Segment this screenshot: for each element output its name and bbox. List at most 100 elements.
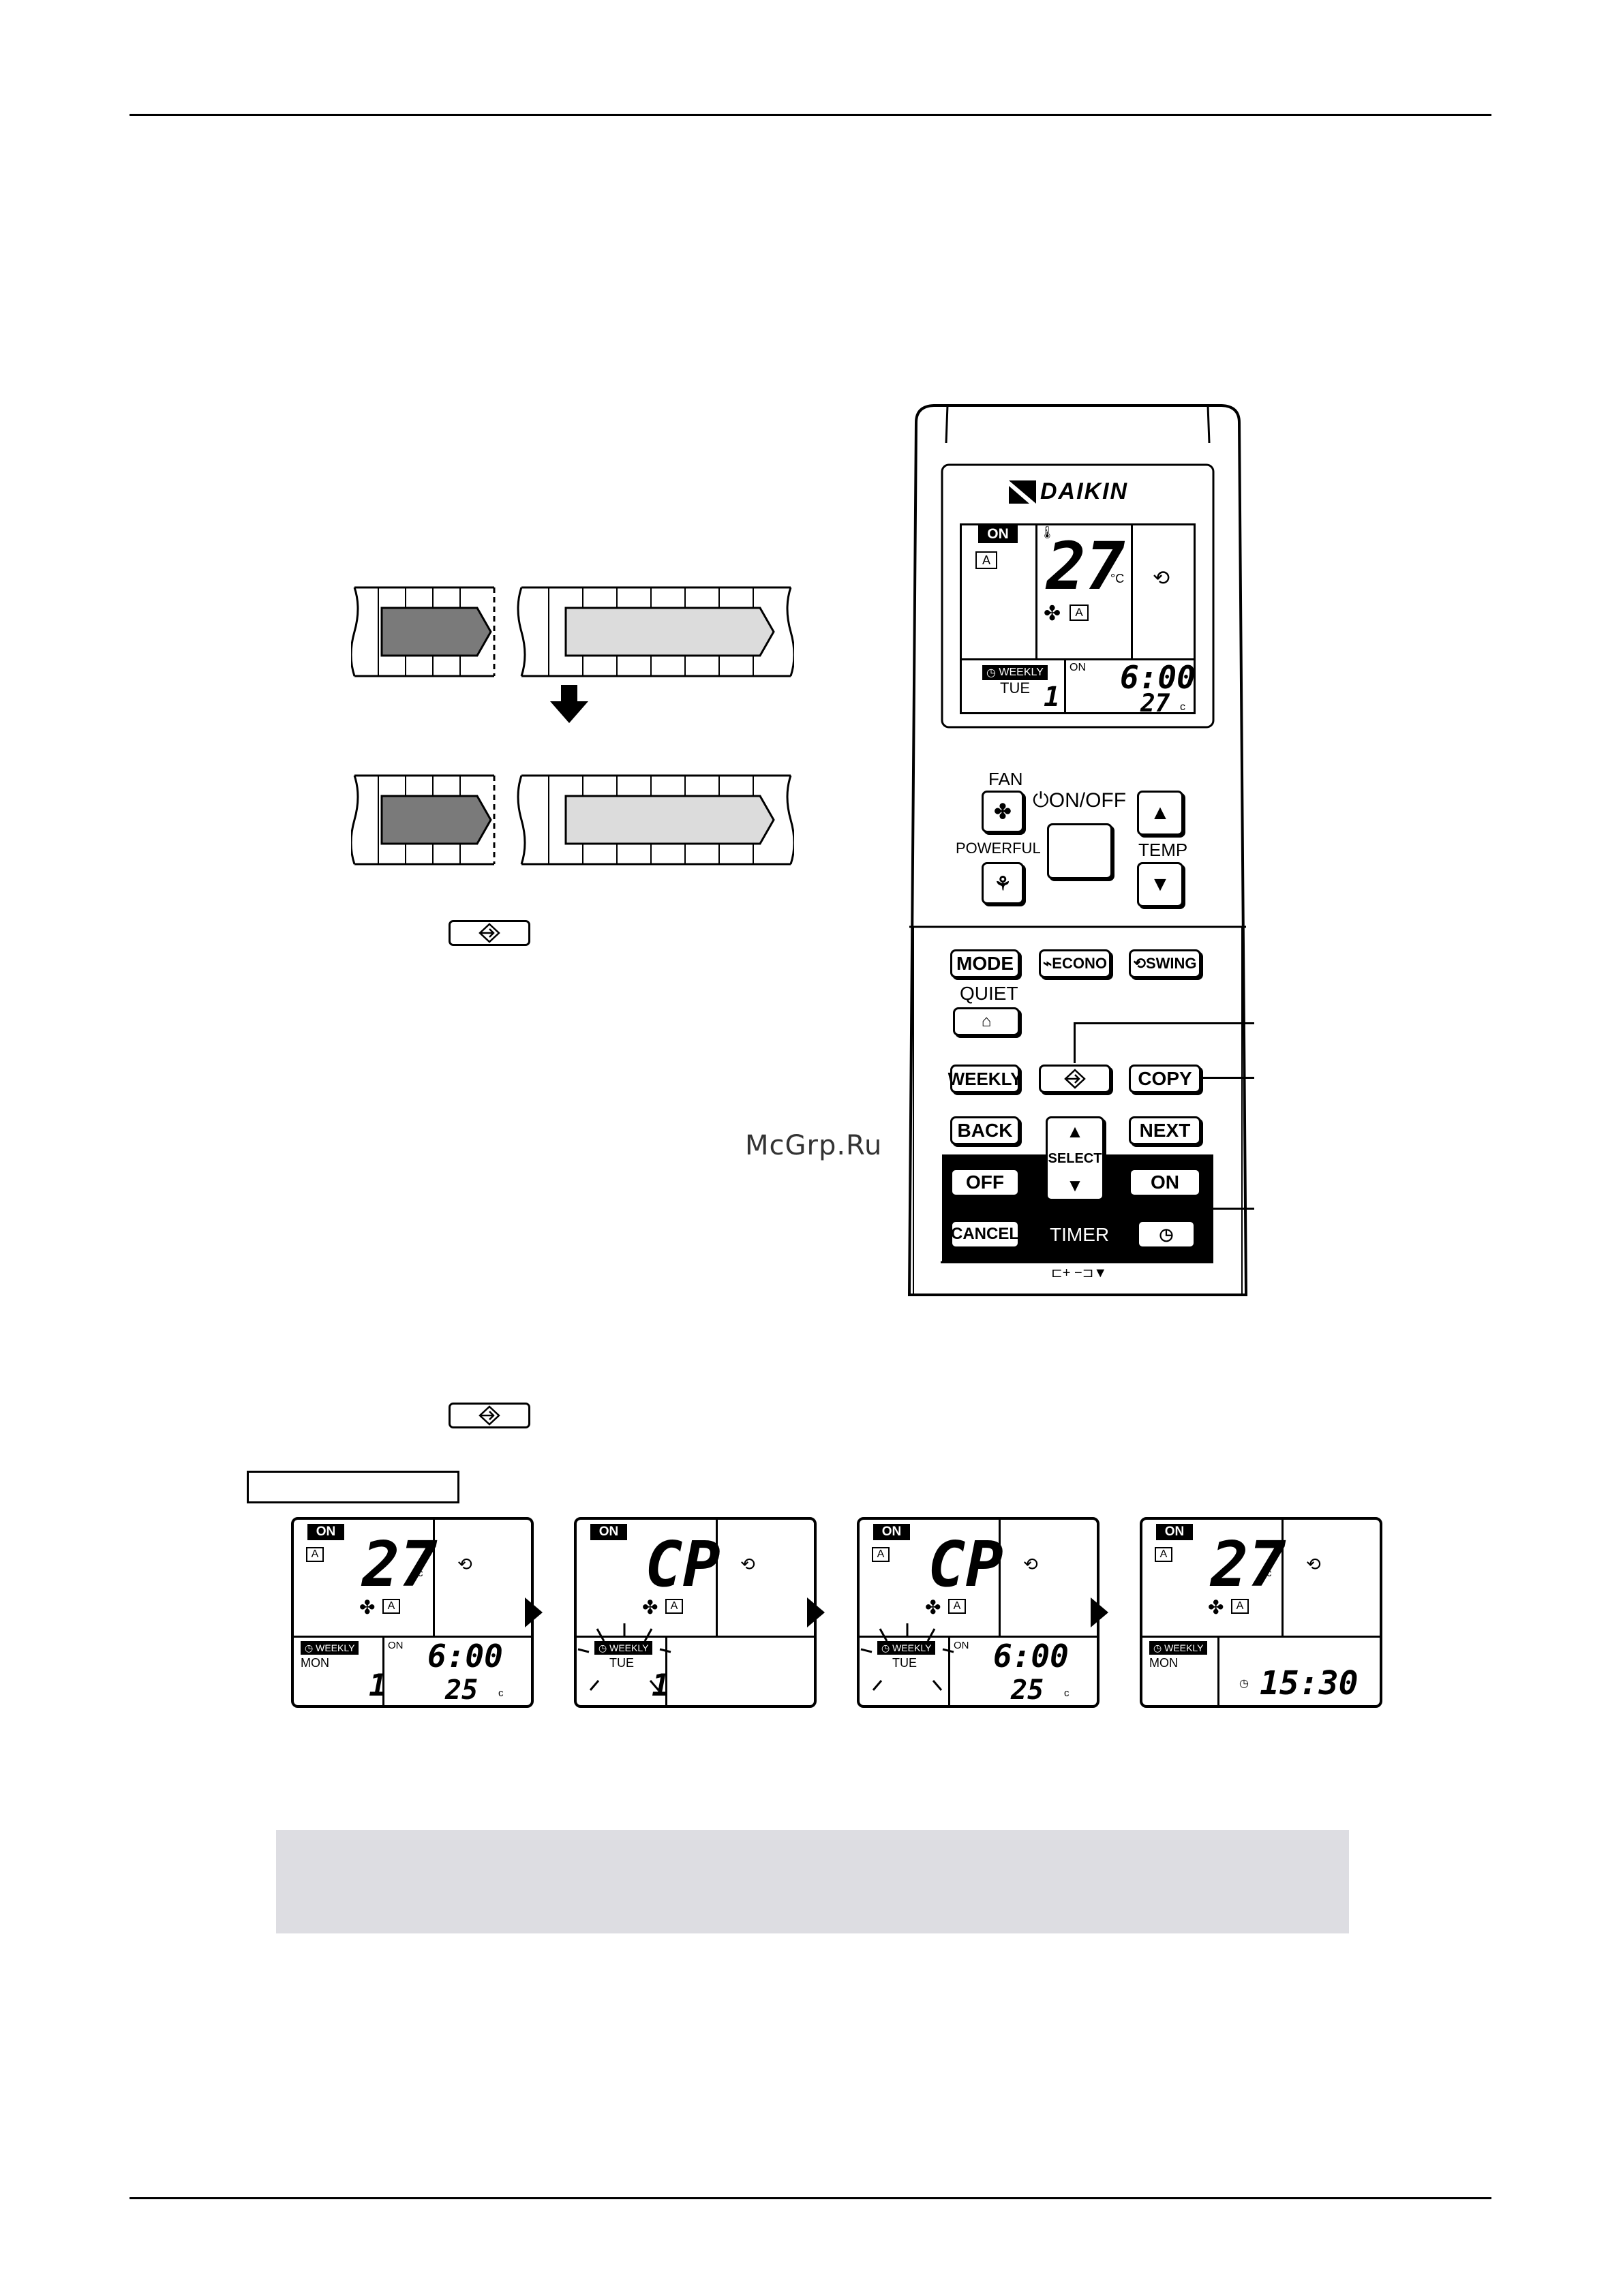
temp-label: TEMP <box>1138 840 1188 860</box>
fan-icon: ✤ <box>994 800 1012 823</box>
sequence-arrow-icon <box>525 1597 543 1627</box>
timer-label: TIMER <box>1050 1224 1110 1245</box>
weekly-badge: ◷ WEEKLY <box>877 1641 936 1655</box>
temp-unit: c <box>1266 1567 1272 1579</box>
next-button[interactable]: NEXT <box>1129 1116 1201 1145</box>
swing-icon: ⟲ <box>740 1554 755 1574</box>
weekly-badge: ◷ WEEKLY <box>982 665 1048 680</box>
callout-program <box>1074 1022 1254 1024</box>
swing-icon: ⟲ <box>457 1554 472 1574</box>
set-temperature: 27 <box>1046 528 1125 604</box>
fan-auto-badge: A <box>1231 1599 1249 1614</box>
timer-off-button[interactable]: OFF <box>950 1168 1020 1197</box>
triangle-down-icon: ▼ <box>1066 1175 1084 1195</box>
timer-temp: 25 <box>1011 1674 1044 1706</box>
swing-icon: ⟲ <box>1023 1554 1038 1574</box>
onoff-label: ⏻ON/OFF <box>1033 789 1127 812</box>
big-readout: 27 <box>1211 1528 1286 1601</box>
power-icon: ⏻ <box>1033 789 1049 812</box>
lcd-panel-1: ON A 27 c ✤ A ⟲ ◷ WEEKLY MON 1 ON 6:00 2… <box>291 1517 534 1708</box>
timer-on-button[interactable]: ON <box>1129 1168 1201 1197</box>
program-number: 1 <box>652 1668 670 1703</box>
program-number: 1 <box>369 1668 387 1703</box>
program-arrow-icon <box>1064 1069 1086 1089</box>
day-label: MON <box>301 1656 329 1670</box>
quiet-icon: ⌂ <box>981 1012 992 1030</box>
timer-temp: 25 <box>445 1674 479 1706</box>
label-frame <box>247 1471 459 1503</box>
timer-time: 6:00 <box>1120 659 1196 696</box>
triangle-up-icon: ▲ <box>1150 801 1170 824</box>
back-button[interactable]: BACK <box>950 1116 1020 1145</box>
copy-button[interactable]: COPY <box>1129 1065 1201 1093</box>
big-readout: 27 <box>362 1528 438 1601</box>
big-readout: CP <box>645 1528 721 1601</box>
lcd-panel-3: ON A CP ✤ A ⟲ ◷ WEEKLY TUE ON 6:00 25 c <box>857 1517 1099 1708</box>
timer-time: 6:00 <box>993 1638 1069 1674</box>
battery-cover-icon: ⊏+ −⊐▼ <box>1051 1266 1108 1281</box>
timeline-after <box>351 774 794 866</box>
blink-rays-icon <box>577 1623 671 1691</box>
clock-icon: ◷ <box>1239 1678 1249 1689</box>
program-number: 1 <box>1044 682 1061 713</box>
fan-button[interactable]: ✤ <box>982 791 1024 833</box>
bottom-rule <box>130 2197 1491 2199</box>
on-indicator: ON <box>307 1524 344 1540</box>
quiet-button[interactable]: ⌂ <box>953 1007 1020 1036</box>
select-label: SELECT <box>1048 1150 1102 1166</box>
program-button[interactable] <box>1039 1065 1111 1093</box>
swing-button[interactable]: ⟲SWING <box>1129 949 1201 978</box>
fan-auto-badge: A <box>948 1599 966 1614</box>
fan-icon: ✤ <box>925 1597 941 1618</box>
timer-temp-unit: c <box>1180 701 1185 713</box>
mode-button[interactable]: MODE <box>950 949 1020 978</box>
fan-icon: ✤ <box>1208 1597 1224 1618</box>
fan-auto-badge: A <box>382 1599 400 1614</box>
timer-temp: 27 <box>1140 690 1170 718</box>
note-box <box>276 1830 1349 1933</box>
weekly-badge: ◷ WEEKLY <box>301 1641 359 1655</box>
swing-icon: ⟲ <box>1133 955 1146 972</box>
temp-unit: c <box>418 1567 423 1579</box>
triangle-down-icon: ▼ <box>1150 873 1170 896</box>
temp-up-button[interactable]: ▲ <box>1137 791 1183 836</box>
on-indicator: ON <box>978 525 1018 543</box>
day-label: TUE <box>609 1656 634 1670</box>
auto-mode-badge: A <box>1155 1547 1172 1562</box>
watermark: McGrp.Ru <box>745 1130 883 1161</box>
powerful-label: POWERFUL <box>956 840 1041 857</box>
auto-mode-badge: A <box>872 1547 890 1562</box>
timeline-before <box>351 586 794 677</box>
on-indicator: ON <box>873 1524 910 1540</box>
weekly-button[interactable]: WEEKLY <box>948 1065 1022 1093</box>
temp-down-button[interactable]: ▼ <box>1137 862 1183 907</box>
powerful-icon: ⚘ <box>994 872 1012 894</box>
clock-button[interactable]: ◷ <box>1137 1220 1196 1249</box>
fan-auto-badge: A <box>1070 604 1089 621</box>
timer-time: 6:00 <box>427 1638 503 1674</box>
select-button[interactable]: ▲ SELECT ▼ <box>1046 1116 1104 1201</box>
timer-temp-unit: c <box>498 1687 504 1699</box>
econo-icon: ⌁ <box>1043 955 1052 972</box>
callout-copy <box>1203 1077 1254 1079</box>
weekly-badge: ◷ WEEKLY <box>1149 1641 1208 1655</box>
daikin-logo: DAIKIN <box>1009 478 1128 505</box>
timer-on-label: ON <box>954 1640 969 1651</box>
clock-icon: ◷ <box>1159 1225 1174 1244</box>
fan-icon: ✤ <box>1044 602 1061 625</box>
cancel-button[interactable]: CANCEL <box>950 1220 1020 1249</box>
quiet-label: QUIET <box>960 983 1018 1004</box>
econo-button[interactable]: ⌁ECONO <box>1039 949 1111 978</box>
blink-rays-icon <box>860 1623 954 1691</box>
sequence-arrow-icon <box>807 1597 825 1627</box>
top-rule <box>130 114 1491 116</box>
temp-unit: °C <box>1110 572 1125 585</box>
remote-control: DAIKIN ON A 🌡 27 °C ✤ A ⟲ ◷ WEEKLY TUE 1… <box>907 402 1249 1296</box>
brand-name: DAIKIN <box>1040 478 1129 504</box>
on-indicator: ON <box>590 1524 627 1540</box>
powerful-button[interactable]: ⚘ <box>982 862 1024 904</box>
onoff-button[interactable] <box>1047 823 1112 879</box>
inline-program-key-icon <box>449 920 530 946</box>
timer-time: 15:30 <box>1260 1664 1359 1702</box>
sequence-arrow-icon <box>1091 1597 1108 1627</box>
